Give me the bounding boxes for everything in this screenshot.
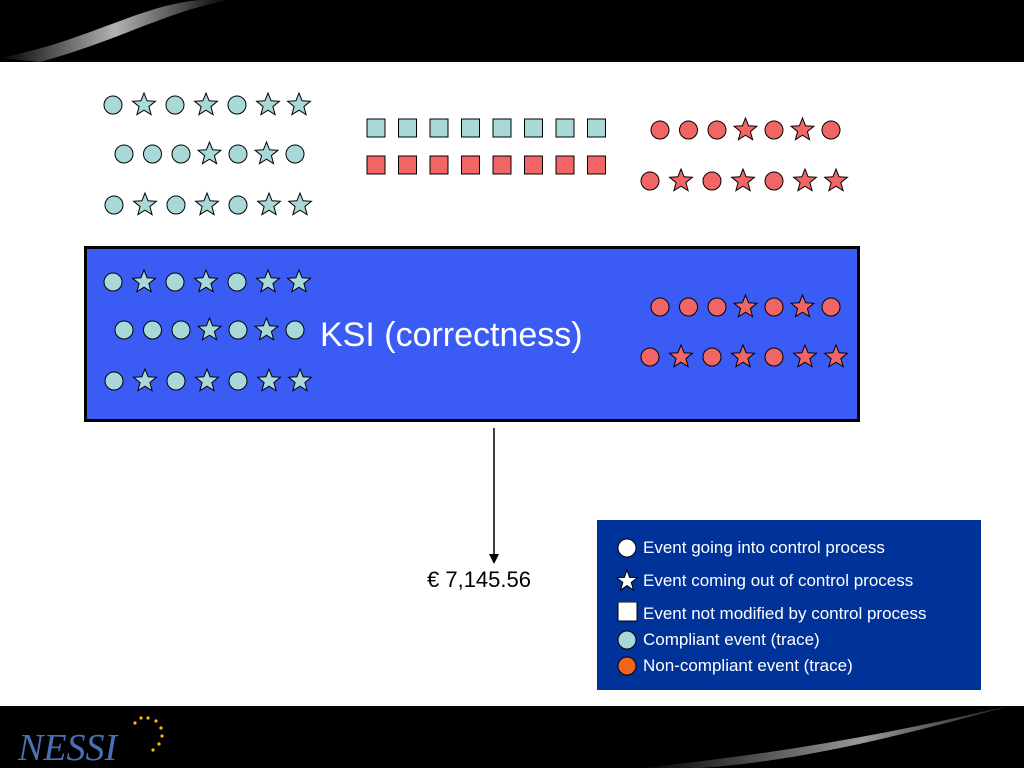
event-circle-top-left [104,195,124,215]
event-circle-top-right [764,171,784,191]
event-star-top-right [732,116,759,141]
event-circle-top-left [114,144,134,164]
legend-item-non-compliant: Non-compliant event (trace) [597,654,981,678]
legend-label: Event coming out of control process [643,571,914,590]
event-circle-top-right [707,120,727,140]
event-star-top-left [253,140,280,165]
event-square-top-middle [587,155,606,175]
event-star-top-left [194,191,220,216]
cost-value: € 7,145.56 [427,567,531,592]
event-circle-top-right [640,171,660,191]
square-icon [617,602,638,622]
event-square-top-middle [366,155,386,175]
event-circle-top-left [166,195,186,215]
event-star-top-right [823,167,849,192]
event-star-top-left [131,91,157,116]
event-star-top-left [256,191,282,216]
legend-label: Event going into control process [643,538,885,557]
event-circle-top-right [679,120,698,140]
legend-label: Non-compliant event (trace) [643,656,853,675]
event-circle-top-left [285,144,305,164]
event-star-top-right [668,167,694,192]
event-circle-top-right [821,120,841,140]
legend-label: Event not modified by control process [643,604,927,623]
circle-icon [617,656,637,676]
nessi-logo: NESSI [17,716,164,768]
legend-item-compliant: Compliant event (trace) [597,628,981,652]
event-square-top-middle [587,118,606,138]
event-square-top-middle [398,118,417,138]
event-star-top-left [196,140,223,165]
circle-icon [617,630,637,650]
connector-arrow-head [489,554,499,564]
header-bar [0,0,1024,62]
event-circle-top-left [103,95,123,115]
event-circle-top-left [228,144,248,164]
event-square-top-middle [429,155,449,175]
header-swoosh [0,0,230,62]
event-square-top-middle [461,155,480,175]
event-circle-top-left [227,95,247,115]
circle-icon [617,538,637,558]
event-circle-top-left [171,144,191,164]
event-square-top-middle [429,118,449,138]
logo-text: NESSI [17,727,120,768]
ksi-label: KSI (correctness) [320,316,583,354]
event-star-top-left [132,191,158,216]
star-icon [617,569,639,592]
legend-label: Compliant event (trace) [643,630,820,649]
legend-item-coming-out: Event coming out of control process [597,569,981,593]
legend-item-going-in: Event going into control process [597,536,981,560]
event-circle-top-left [228,195,248,215]
event-star-top-right [730,167,756,192]
event-star-top-left [286,91,312,116]
event-square-top-middle [524,155,543,175]
event-square-top-middle [461,118,480,138]
event-circle-top-left [143,144,162,164]
event-circle-top-right [650,120,670,140]
event-star-top-left [255,91,281,116]
event-star-top-left [193,91,219,116]
event-square-top-middle [524,118,543,138]
legend-item-not-modified: Event not modified by control process [597,602,981,626]
event-square-top-middle [398,155,417,175]
event-circle-top-left [165,95,185,115]
legend: Event going into control process Event c… [597,520,981,690]
event-square-top-middle [492,118,512,138]
footer-bar [0,706,1024,768]
event-star-top-left [287,191,313,216]
event-square-top-middle [555,155,575,175]
event-square-top-middle [555,118,575,138]
event-square-top-middle [492,155,512,175]
event-star-top-right [789,116,816,141]
event-star-top-right [792,167,818,192]
event-circle-top-right [702,171,722,191]
event-circle-top-right [764,120,784,140]
logo-stars [133,716,164,752]
event-square-top-middle [366,118,386,138]
